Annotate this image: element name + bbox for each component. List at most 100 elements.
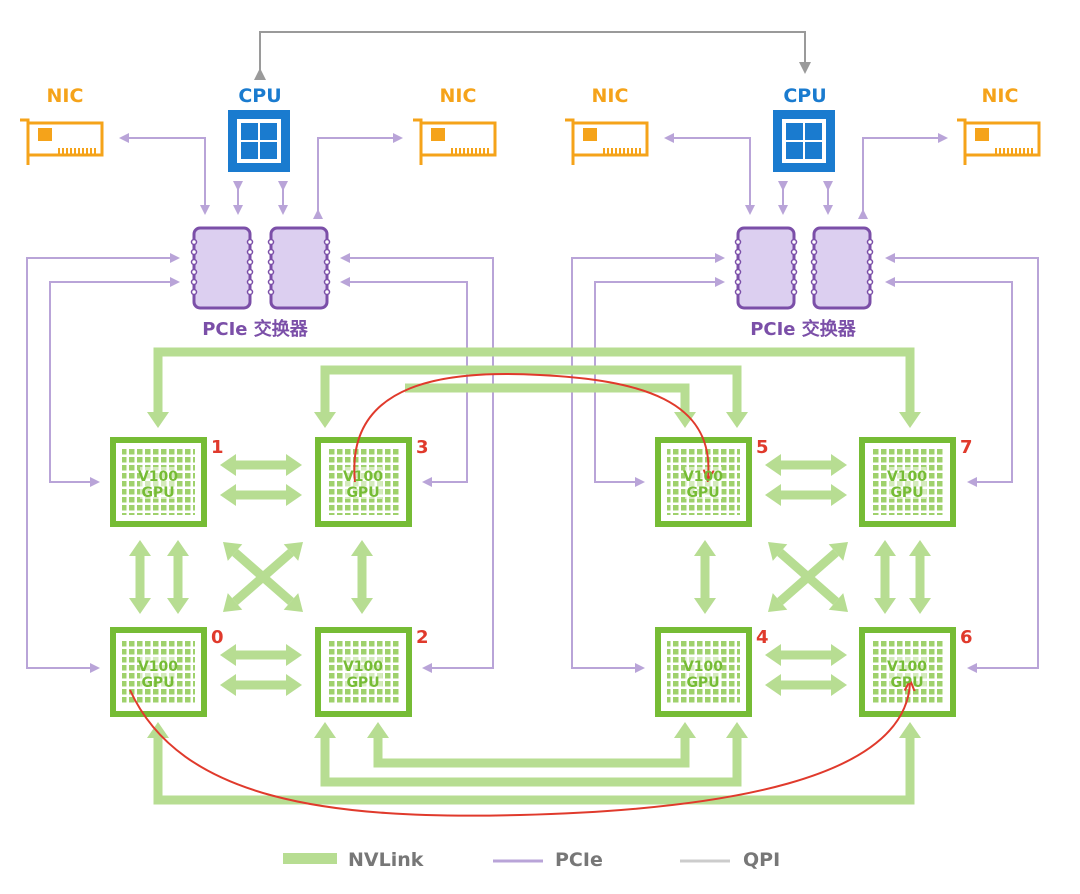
cpu-core	[241, 123, 258, 140]
switch-notch	[323, 248, 331, 256]
nic-pin	[86, 148, 88, 155]
pcie-gpu-link	[422, 258, 494, 673]
qpi-links	[254, 31, 811, 80]
nvlink-arrowhead	[768, 542, 788, 561]
switch-notch	[246, 268, 254, 276]
nic-pin	[58, 148, 60, 155]
switch-notch	[246, 258, 254, 266]
nic-pin	[623, 148, 625, 155]
nvlink-arrowhead	[167, 540, 189, 556]
pcie-gpu-link	[967, 282, 1013, 487]
nic-pin	[627, 148, 629, 155]
gpu-model-label: V100	[343, 469, 383, 485]
nvlink-arrowhead	[351, 540, 373, 556]
nvlink-long-top	[153, 347, 915, 412]
nvlink-arrowhead	[147, 412, 169, 428]
nvlink-arrowhead	[768, 593, 788, 612]
nvlink-arrowhead	[694, 598, 716, 614]
nvlink-arrow	[314, 722, 336, 750]
nic-pin	[639, 148, 641, 155]
gpu-type-label: GPU	[686, 675, 719, 691]
switch-notch	[267, 288, 275, 296]
switch-notch	[267, 238, 275, 246]
nic-pin	[999, 148, 1001, 155]
switch-notch	[246, 248, 254, 256]
nic-pin	[487, 148, 489, 155]
nic-pin	[62, 148, 64, 155]
gpu-index-number: 0	[211, 627, 224, 648]
nvlink-arrow	[874, 540, 896, 614]
nic-pin	[1019, 148, 1021, 155]
gpu-label-bg	[345, 657, 382, 689]
nic-chip	[431, 128, 445, 141]
nvlink-arrow	[765, 454, 847, 476]
network-card-icon	[20, 118, 104, 165]
switch-notch	[810, 288, 818, 296]
nic-pin	[1003, 148, 1005, 155]
nvlink-long-bottom	[320, 740, 742, 787]
qpi-link	[254, 31, 811, 80]
nic-label: NIC	[440, 85, 477, 107]
nic-pin	[463, 148, 465, 155]
pcie-gpu-link	[571, 258, 645, 673]
switch-notch	[734, 268, 742, 276]
nvlink-arrowhead	[286, 674, 302, 696]
gpu-type-label: GPU	[141, 675, 174, 691]
nvlink-line	[232, 549, 294, 605]
switch-notch	[866, 238, 874, 246]
nic-board	[419, 121, 497, 157]
nic-board	[963, 121, 1041, 157]
nvlink-arrowhead	[223, 542, 243, 561]
nvlink-arrow	[674, 400, 696, 428]
gpu-type-label: GPU	[686, 485, 719, 501]
nvlink-arrowhead	[674, 412, 696, 428]
nic-label: NIC	[47, 85, 84, 107]
nvlink-arrowhead	[899, 722, 921, 738]
cpu-label: CPU	[238, 85, 281, 107]
nvlink-arrowhead	[726, 412, 748, 428]
nvlink-arrowhead	[220, 484, 236, 506]
nic-chip	[583, 128, 597, 141]
nvlink-arrowhead	[220, 644, 236, 666]
gpu-model-label: V100	[683, 659, 723, 675]
pcie-nic-link	[122, 137, 210, 215]
switch-notch	[323, 288, 331, 296]
nvlink-arrowhead	[765, 484, 781, 506]
pcie-switch-icon	[269, 226, 329, 310]
nic-pin	[94, 148, 96, 155]
nvlink-arrow	[726, 400, 748, 428]
nvlink-arrowhead	[828, 542, 848, 561]
nvlink-arrow	[223, 542, 303, 612]
switch-notch	[267, 278, 275, 286]
switch-notch	[866, 278, 874, 286]
annotation-path-0-to-6	[129, 683, 910, 817]
nvlink-arrowhead	[831, 484, 847, 506]
switch-notch	[810, 238, 818, 246]
gpu-model-label: V100	[343, 659, 383, 675]
nvlink-arrowhead	[765, 644, 781, 666]
switch-notch	[190, 268, 198, 276]
nic-pin	[635, 148, 637, 155]
nvlink-arrowhead	[367, 722, 389, 738]
cpu-core	[786, 123, 803, 140]
nic-pin	[1027, 148, 1029, 155]
gpu-label-bg	[140, 657, 177, 689]
switch-notch	[866, 248, 874, 256]
nvlink-arrow	[765, 484, 847, 506]
switch-notch	[866, 268, 874, 276]
cpu-core	[805, 142, 822, 159]
nvlink-arrowhead	[828, 593, 848, 612]
gpu-type-label: GPU	[346, 675, 379, 691]
nic-pin	[1011, 148, 1013, 155]
nvlink-arrowhead	[220, 674, 236, 696]
nvlink-arrowhead	[286, 644, 302, 666]
nic-pin	[1015, 148, 1017, 155]
nvlink-arrowhead	[286, 454, 302, 476]
switch-notch	[734, 258, 742, 266]
labels: V100GPU1V100GPU3V100GPU0V100GPU2V100GPU5…	[47, 85, 1019, 691]
nvlink-arrowhead	[726, 722, 748, 738]
nvlink-arrowhead	[909, 598, 931, 614]
gpu-label-bg	[345, 467, 382, 499]
nvlink-arrow	[129, 540, 151, 614]
switch-notch	[810, 258, 818, 266]
